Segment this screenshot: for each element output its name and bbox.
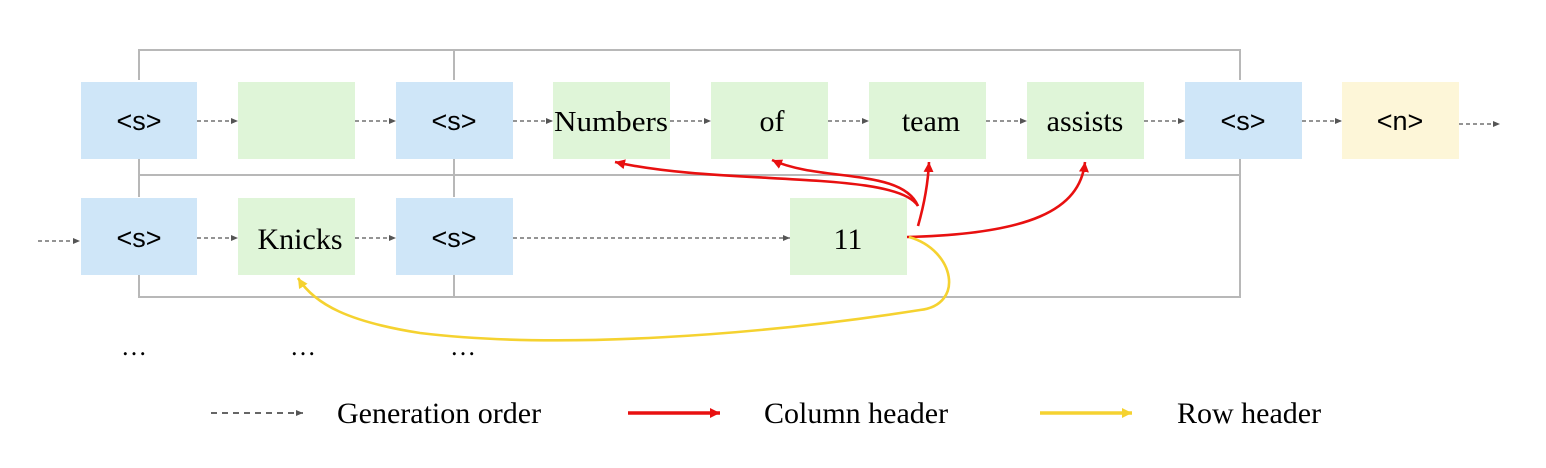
legend: Generation order Column header Row heade… — [211, 397, 1321, 430]
svg-text:<s>: <s> — [116, 223, 161, 253]
token-of: of — [711, 82, 828, 159]
token-s: <s> — [1185, 82, 1302, 159]
generation-order-arrows — [38, 118, 1500, 244]
token-newline: <n> — [1342, 82, 1459, 159]
svg-text:of: of — [760, 105, 785, 138]
token-s: <s> — [396, 82, 513, 159]
column-header-arrow-numbers — [614, 159, 920, 207]
grid-lines — [138, 49, 1241, 298]
svg-text:assists: assists — [1047, 105, 1124, 138]
row-header-arrows — [296, 235, 951, 342]
svg-text:Knicks: Knicks — [258, 223, 343, 256]
token-empty-cell — [238, 82, 355, 159]
grid-bottom-bracket — [138, 175, 1241, 298]
column-header-arrows — [614, 158, 1089, 239]
legend-generation-order-label: Generation order — [337, 397, 541, 430]
token-team: team — [869, 82, 986, 159]
column-header-arrow-assists — [906, 161, 1089, 239]
token-assists: assists — [1027, 82, 1144, 159]
token-row-2: <s> Knicks <s> 11 — [81, 198, 907, 275]
token-row-1: <s> <s> Numbers of team assists <s> — [81, 82, 1459, 159]
svg-text:<n>: <n> — [1377, 106, 1424, 136]
ellipsis: … — [450, 332, 476, 361]
ellipsis: … — [290, 332, 316, 361]
svg-text:team: team — [902, 105, 960, 138]
row-header-arrow-knicks — [296, 235, 951, 342]
legend-column-header-label: Column header — [764, 397, 948, 430]
token-11: 11 — [790, 198, 907, 275]
svg-text:<s>: <s> — [431, 106, 476, 136]
legend-row-header-label: Row header — [1177, 397, 1321, 430]
grid-top-bracket — [138, 49, 1241, 80]
svg-text:<s>: <s> — [116, 106, 161, 136]
column-header-arrow-of — [771, 158, 920, 207]
svg-text:<s>: <s> — [431, 223, 476, 253]
svg-text:11: 11 — [834, 223, 863, 256]
token-knicks: Knicks — [238, 198, 355, 275]
token-s: <s> — [81, 82, 197, 159]
svg-text:<s>: <s> — [1220, 106, 1265, 136]
token-numbers: Numbers — [553, 82, 670, 159]
column-header-arrow-team — [916, 161, 934, 227]
token-s: <s> — [81, 198, 197, 275]
ellipsis: … — [121, 332, 147, 361]
continuation-ellipses: … … … — [121, 332, 476, 361]
svg-text:Numbers: Numbers — [554, 106, 668, 138]
token-s: <s> — [396, 198, 513, 275]
